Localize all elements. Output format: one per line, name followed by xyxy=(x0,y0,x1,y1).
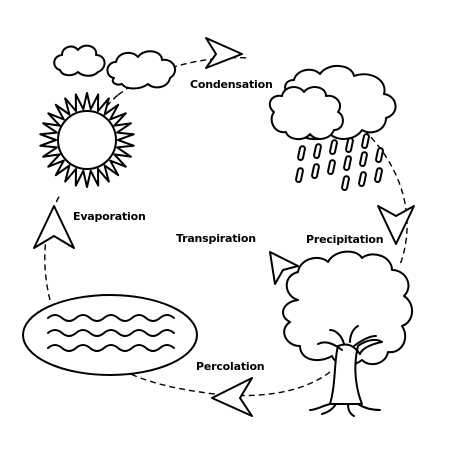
tree-canopy xyxy=(282,250,413,366)
arrow-up-left-icon xyxy=(269,251,299,285)
label-condensation: Condensation xyxy=(190,78,273,91)
tree-icon xyxy=(282,250,413,417)
sun-icon xyxy=(39,92,135,188)
cloud-small-icon xyxy=(53,44,106,77)
label-transpiration: Transpiration xyxy=(176,232,256,245)
label-percolation: Percolation xyxy=(196,360,265,373)
wave-line xyxy=(47,329,175,337)
cloud-medium-icon xyxy=(106,50,177,90)
arrow-down-icon xyxy=(377,205,415,245)
rain-cloud-icon xyxy=(268,65,397,140)
raindrops-icon xyxy=(295,133,384,192)
arrow-up-icon xyxy=(33,205,75,249)
lake-icon xyxy=(22,294,198,376)
arrow-right-icon xyxy=(205,37,243,69)
label-precipitation: Precipitation xyxy=(306,233,384,246)
tree-roots xyxy=(309,403,381,417)
wave-line xyxy=(47,344,175,352)
cycle-path xyxy=(44,56,408,397)
wave-line xyxy=(47,314,175,322)
arrow-left-icon xyxy=(211,377,253,417)
tree-trunk xyxy=(329,338,383,405)
label-evaporation: Evaporation xyxy=(73,210,146,223)
tree-branches xyxy=(317,325,377,351)
